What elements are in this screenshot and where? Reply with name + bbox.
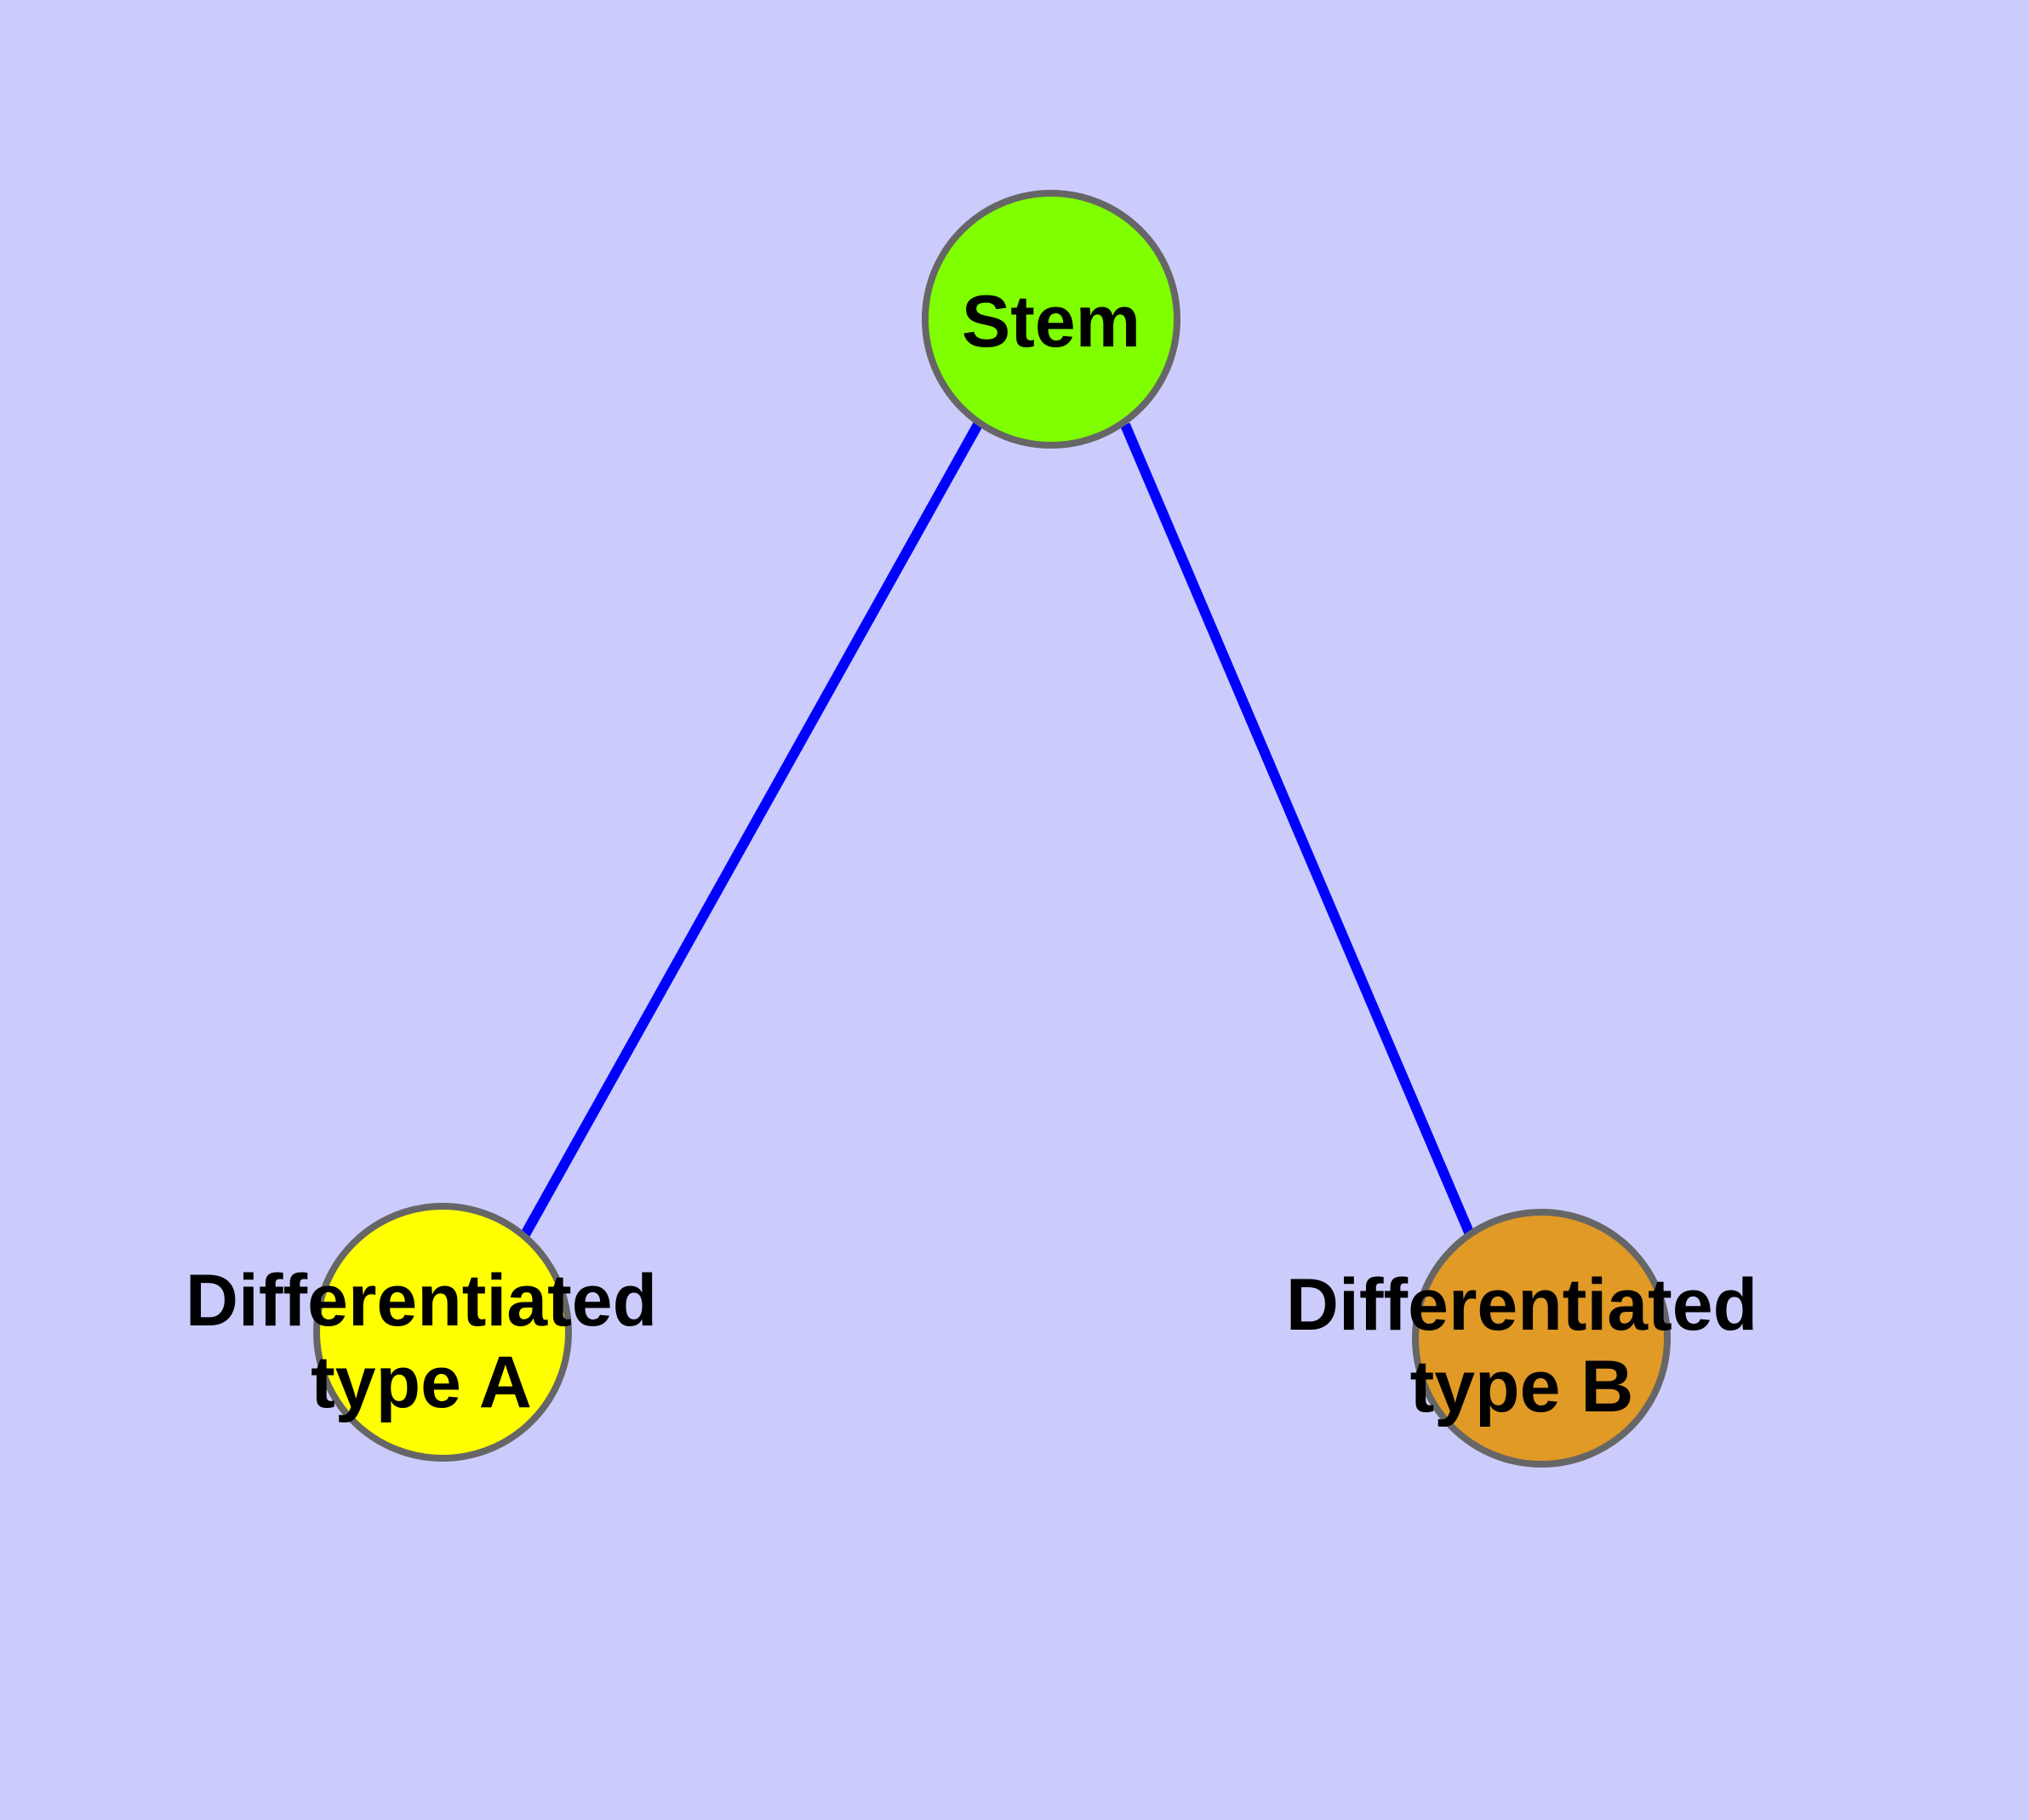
node-stem[interactable] [922,190,1180,449]
edge-stem-to-differentiated-type-a[interactable] [519,421,984,1239]
node-layer [313,190,1671,1468]
node-differentiated-type-b[interactable] [1412,1209,1671,1468]
node-label-stem: Stem [962,281,1140,363]
node-label-differentiated-type-a-line2: type A [311,1342,532,1423]
node-label-differentiated-type-a-line1: Differentiated [186,1260,657,1342]
label-layer: Stem Differentiated type A Differentiate… [186,281,1758,1428]
edge-layer [519,421,1475,1239]
node-label-differentiated-type-b-line1: Differentiated [1286,1264,1758,1346]
edge-stem-to-differentiated-type-b[interactable] [1120,422,1475,1237]
node-differentiated-type-a[interactable] [313,1203,572,1462]
node-label-differentiated-type-b-line2: type B [1410,1346,1634,1428]
